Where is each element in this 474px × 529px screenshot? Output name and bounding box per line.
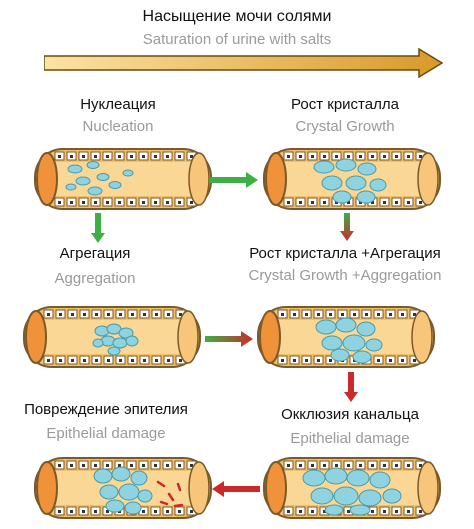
crystals-group bbox=[93, 466, 153, 515]
crystals-group bbox=[315, 317, 383, 364]
arrow-aggregation-to-growth-aggregation bbox=[205, 331, 253, 347]
stage-occlusion-ru: Окклюзия канальца bbox=[281, 406, 419, 423]
arrow-occlusion-to-damage bbox=[212, 481, 260, 497]
tubule-crystal-growth bbox=[263, 148, 441, 210]
tubule-occlusion bbox=[263, 457, 441, 519]
arrow-growth-aggregation-to-occlusion bbox=[344, 372, 358, 402]
arrow-nucleation-to-aggregation bbox=[91, 213, 105, 243]
stage-epithelial-damage-ru: Повреждение эпителия bbox=[24, 401, 188, 418]
stage-aggregation-en: Aggregation bbox=[54, 270, 136, 287]
header-title-ru: Насыщение мочи солями bbox=[142, 8, 332, 25]
crystals-group bbox=[92, 323, 139, 356]
header-title-en: Saturation of urine with salts bbox=[142, 31, 332, 48]
tube-body bbox=[34, 148, 212, 210]
stage-crystal-growth-en: Crystal Growth bbox=[295, 118, 395, 135]
crystals-group bbox=[302, 467, 402, 516]
tubule-growth-aggregation bbox=[257, 306, 435, 368]
stage-occlusion-en: Epithelial damage bbox=[290, 430, 410, 447]
tubule-epithelial-damage bbox=[34, 457, 212, 519]
crystals-group bbox=[65, 161, 134, 196]
arrow-growth-down bbox=[340, 213, 354, 241]
stage-crystal-growth-ru: Рост кристалла bbox=[291, 96, 399, 113]
stage-nucleation-en: Nucleation bbox=[82, 118, 154, 135]
tubule-aggregation bbox=[23, 306, 201, 368]
arrow-nucleation-to-growth bbox=[210, 172, 258, 188]
stage-growth-aggregation-en: Crystal Growth +Aggregation bbox=[248, 267, 442, 284]
stage-aggregation-ru: Агрегация bbox=[59, 245, 131, 262]
crystals-group bbox=[313, 158, 387, 204]
stage-nucleation-ru: Нуклеация bbox=[80, 96, 156, 113]
stage-growth-aggregation-ru: Рост кристалла +Агрегация bbox=[249, 245, 441, 262]
tubule-nucleation bbox=[34, 148, 212, 210]
stage-epithelial-damage-en: Epithelial damage bbox=[46, 425, 166, 442]
damaged-cells-group bbox=[156, 480, 184, 508]
saturation-arrow bbox=[44, 48, 444, 78]
